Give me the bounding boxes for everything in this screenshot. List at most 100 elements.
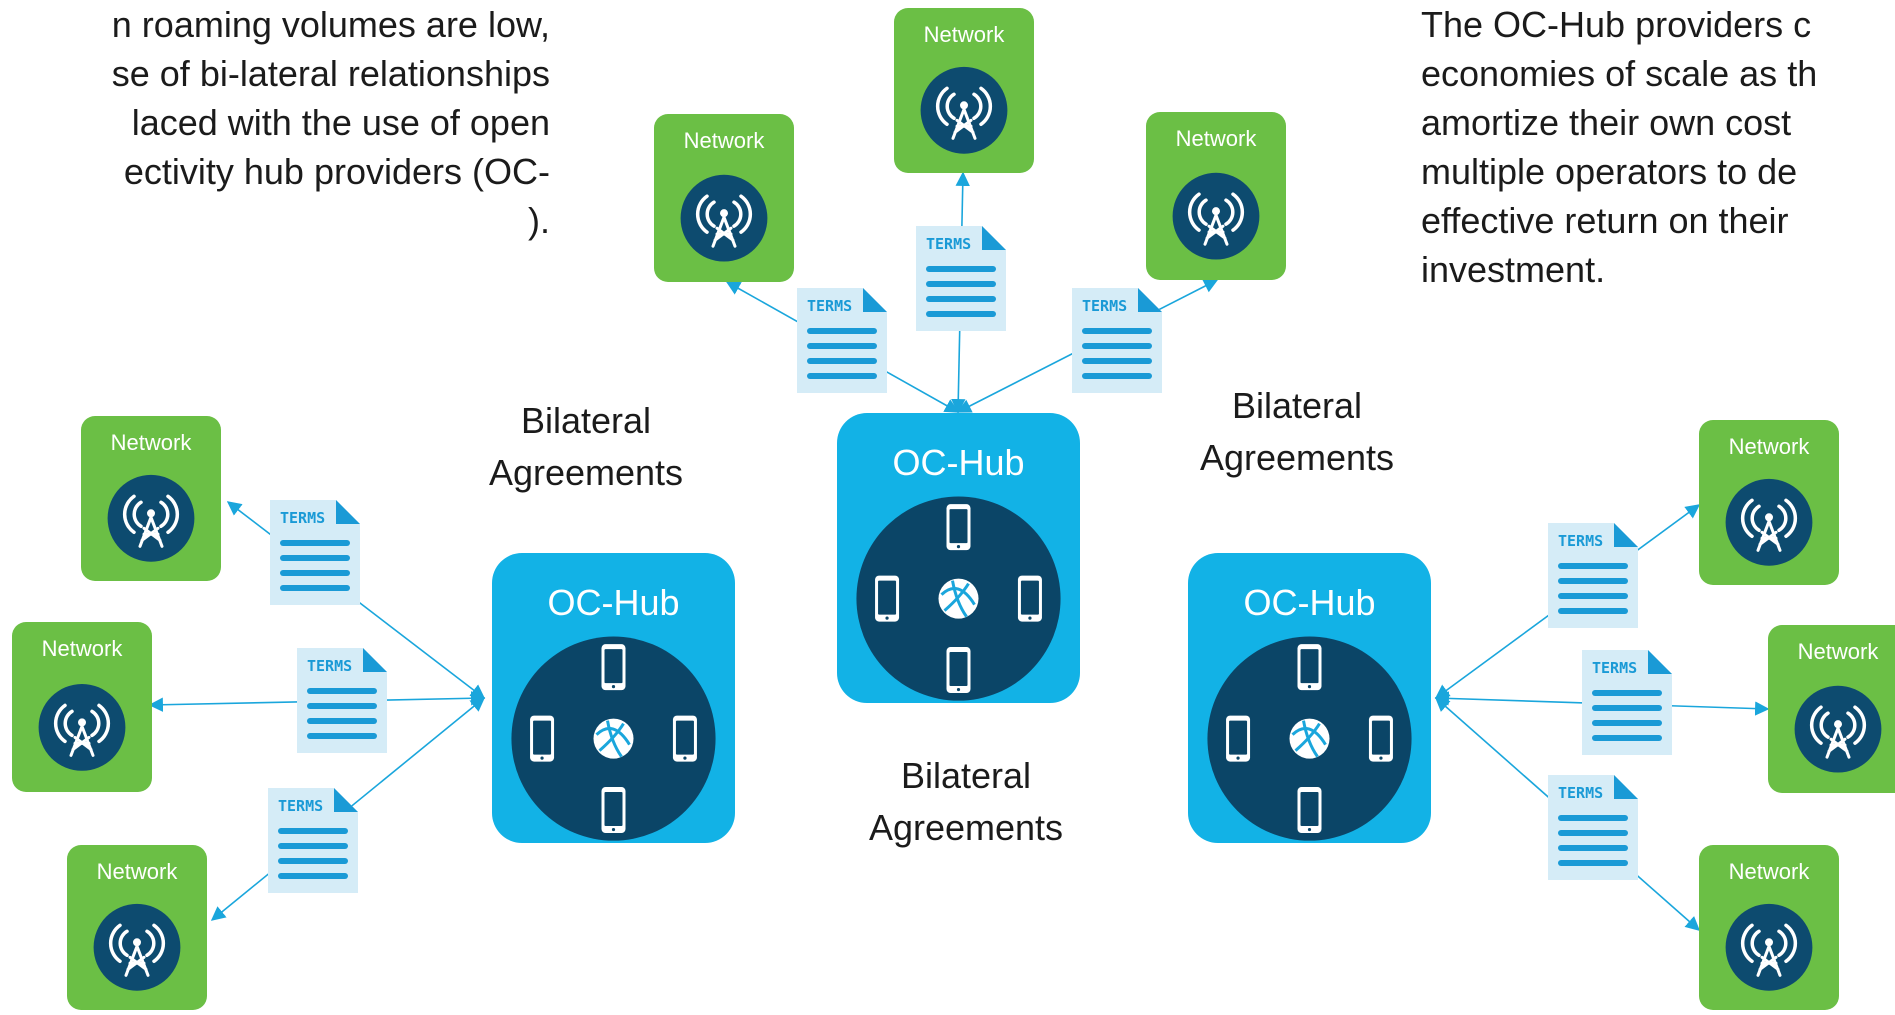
terms-document: TERMS	[1548, 775, 1638, 880]
document-line	[926, 266, 996, 272]
document-icon	[1072, 288, 1162, 393]
document-fold	[982, 226, 1006, 250]
terms-layer: TERMSTERMSTERMSTERMSTERMSTERMSTERMSTERMS…	[268, 226, 1672, 893]
cell-tower-icon	[1187, 192, 1245, 246]
smartphone-icon	[946, 504, 971, 551]
terms-document: TERMS	[1072, 288, 1162, 393]
network-node: Network	[67, 845, 207, 1010]
network-node: Network	[654, 114, 794, 282]
intro-paragraph: n roaming volumes are low, se of bi-late…	[0, 0, 550, 245]
intro-line: se of bi-lateral relationships	[111, 53, 550, 94]
terms-document: TERMS	[1582, 650, 1672, 755]
network-node: Network	[1699, 420, 1839, 585]
terms-label: TERMS	[1592, 659, 1637, 677]
network-label: Network	[924, 22, 1006, 47]
document-line	[1592, 690, 1662, 696]
document-line	[280, 555, 350, 561]
cell-tower-icon	[108, 923, 166, 977]
terms-label: TERMS	[1558, 532, 1603, 550]
network-label: Network	[42, 636, 124, 661]
benefit-line: multiple operators to de	[1421, 151, 1798, 192]
terms-label: TERMS	[278, 797, 323, 815]
network-label: Network	[1729, 434, 1811, 459]
smartphone-icon	[601, 787, 626, 834]
benefit-line: amortize their own cost	[1421, 102, 1792, 143]
document-line	[1558, 593, 1628, 599]
network-label: Network	[1176, 126, 1258, 151]
bilateral-agreements-label-left: Bilateral Agreements	[456, 395, 716, 499]
document-line	[1558, 563, 1628, 569]
document-line	[807, 358, 877, 364]
document-icon	[1548, 523, 1638, 628]
benefit-line: The OC-Hub providers c	[1421, 4, 1812, 45]
document-line	[1592, 705, 1662, 711]
document-line	[280, 570, 350, 576]
node-layer: NetworkNetworkNetworkNetworkNetworkNetwo…	[12, 8, 1895, 1010]
smartphone-icon	[1226, 715, 1251, 762]
oc-hub-label: OC-Hub	[1243, 582, 1375, 623]
document-line	[1558, 830, 1628, 836]
terms-label: TERMS	[307, 657, 352, 675]
document-line	[278, 828, 348, 834]
agreements-line: Agreements	[868, 807, 1064, 848]
document-line	[278, 873, 348, 879]
network-node: Network	[12, 622, 152, 792]
bilateral-agreements-label-right: Bilateral Agreements	[1167, 380, 1427, 484]
document-line	[307, 688, 377, 694]
benefit-line: economies of scale as th	[1421, 53, 1818, 94]
document-line	[1592, 720, 1662, 726]
terms-document: TERMS	[268, 788, 358, 893]
document-line	[307, 718, 377, 724]
globe-icon	[938, 578, 979, 619]
smartphone-icon	[875, 575, 900, 622]
document-fold	[863, 288, 887, 312]
oc-hub-node: OC-Hub	[837, 413, 1080, 703]
oc-hub-node: OC-Hub	[492, 553, 735, 843]
smartphone-icon	[946, 647, 971, 694]
terms-document: TERMS	[797, 288, 887, 393]
agreements-line: Bilateral	[520, 400, 652, 441]
document-line	[1082, 358, 1152, 364]
document-line	[807, 343, 877, 349]
document-icon	[916, 226, 1006, 331]
document-line	[807, 328, 877, 334]
document-line	[278, 843, 348, 849]
document-line	[280, 585, 350, 591]
document-icon	[270, 500, 360, 605]
terms-document: TERMS	[297, 648, 387, 753]
intro-line: ectivity hub providers (OC-	[123, 151, 550, 192]
document-line	[1558, 608, 1628, 614]
globe-icon	[593, 718, 634, 759]
cell-tower-icon	[1740, 923, 1798, 977]
document-line	[280, 540, 350, 546]
terms-label: TERMS	[807, 297, 852, 315]
document-fold	[1138, 288, 1162, 312]
document-fold	[334, 788, 358, 812]
document-line	[926, 281, 996, 287]
benefit-line: investment.	[1421, 249, 1606, 290]
bilateral-agreements-label-center: Bilateral Agreements	[836, 750, 1096, 854]
oc-hub-label: OC-Hub	[547, 582, 679, 623]
agreements-line: Bilateral	[1231, 385, 1363, 426]
smartphone-icon	[1297, 787, 1322, 834]
terms-label: TERMS	[1558, 784, 1603, 802]
smartphone-icon	[1017, 575, 1042, 622]
network-node: Network	[1146, 112, 1286, 280]
document-line	[307, 703, 377, 709]
network-label: Network	[111, 430, 193, 455]
benefit-line: effective return on their	[1421, 200, 1789, 241]
agreements-line: Agreements	[488, 452, 684, 493]
document-fold	[363, 648, 387, 672]
document-line	[1082, 373, 1152, 379]
benefit-paragraph: The OC-Hub providers c economies of scal…	[1421, 0, 1817, 294]
document-line	[278, 858, 348, 864]
network-label: Network	[1729, 859, 1811, 884]
document-fold	[1648, 650, 1672, 674]
terms-document: TERMS	[1548, 523, 1638, 628]
document-line	[1558, 578, 1628, 584]
network-node: Network	[81, 416, 221, 581]
smartphone-icon	[1368, 715, 1393, 762]
document-line	[1558, 860, 1628, 866]
document-line	[1558, 815, 1628, 821]
